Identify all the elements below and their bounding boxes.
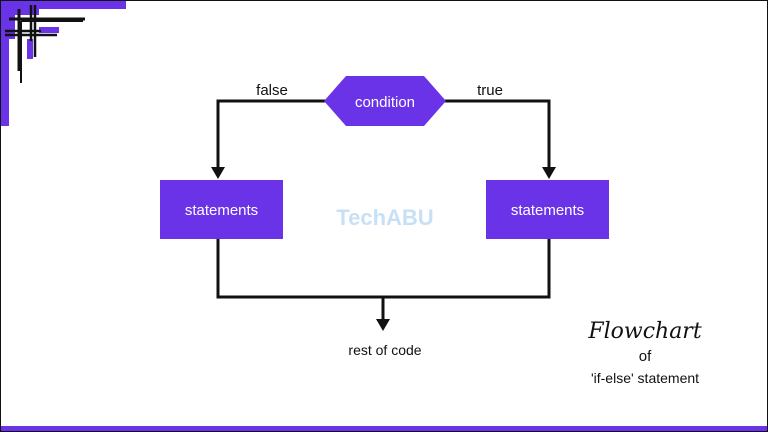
corner-band-2	[9, 9, 15, 39]
bottom-accent-strip	[1, 426, 767, 431]
corner-line-5	[20, 20, 83, 83]
corner-decoration	[1, 1, 126, 126]
decision-label: condition	[355, 94, 415, 111]
corner-accent-vertical	[1, 1, 9, 126]
merge-line	[216, 239, 551, 299]
left-statements-box	[160, 180, 283, 239]
corner-band-3	[39, 27, 59, 33]
corner-band-4	[27, 39, 33, 59]
corner-accent-horizontal	[1, 1, 126, 9]
caption-of: of	[638, 348, 652, 365]
right-statements-label: statements	[511, 202, 584, 219]
false-branch-line	[216, 99, 326, 167]
arrowhead-exit	[376, 319, 390, 331]
decision-node	[324, 76, 446, 126]
arrowhead-false-branch	[211, 167, 225, 179]
corner-line-4	[5, 29, 57, 37]
right-statements-box	[486, 180, 609, 239]
end-label: rest of code	[348, 342, 421, 358]
arrowhead-true-branch	[542, 167, 556, 179]
caption-title: Flowchart	[588, 319, 702, 344]
watermark-logo: TechABU	[336, 205, 433, 230]
false-label: false	[256, 82, 288, 99]
caption: Flowchart of 'if-else' statement	[545, 317, 745, 389]
connectors	[216, 99, 551, 319]
caption-subtitle: 'if-else' statement	[590, 370, 700, 386]
true-branch-line	[444, 99, 551, 167]
corner-band-1	[9, 9, 39, 15]
true-label: true	[477, 82, 503, 99]
left-statements-label: statements	[185, 202, 258, 219]
